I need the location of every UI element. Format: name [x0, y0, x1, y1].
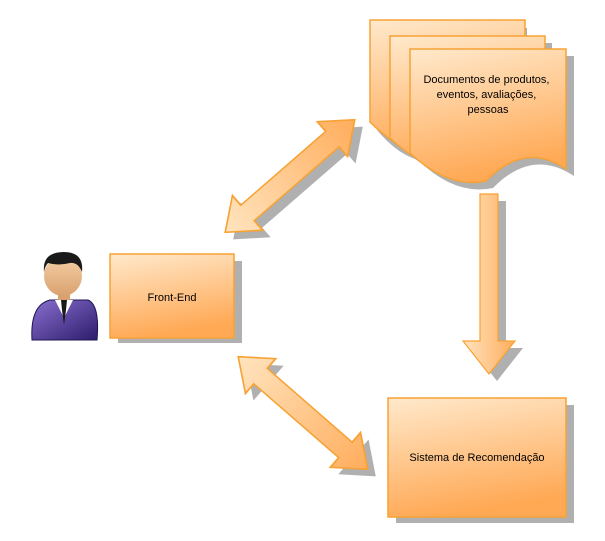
front-end-box: Front-End [109, 253, 242, 343]
arrow-documents-recommender [462, 193, 523, 381]
documents-label-line-2: eventos, avaliações, [437, 89, 537, 101]
recommender-label: Sistema de Recomendação [409, 452, 544, 464]
documents-label: Documentos de produtos, eventos, avaliaç… [423, 74, 552, 116]
documents-label-line-1: Documentos de produtos, [423, 74, 549, 86]
arrow-frontend-recommender [222, 338, 391, 494]
documents-stack: Documentos de produtos, eventos, avaliaç… [369, 19, 574, 190]
documents-label-line-3: pessoas [468, 104, 509, 116]
recommender-box: Sistema de Recomendação [387, 397, 574, 523]
business-person-icon [31, 252, 99, 341]
front-end-label: Front-End [148, 292, 197, 304]
arrow-frontend-documents [209, 101, 378, 257]
